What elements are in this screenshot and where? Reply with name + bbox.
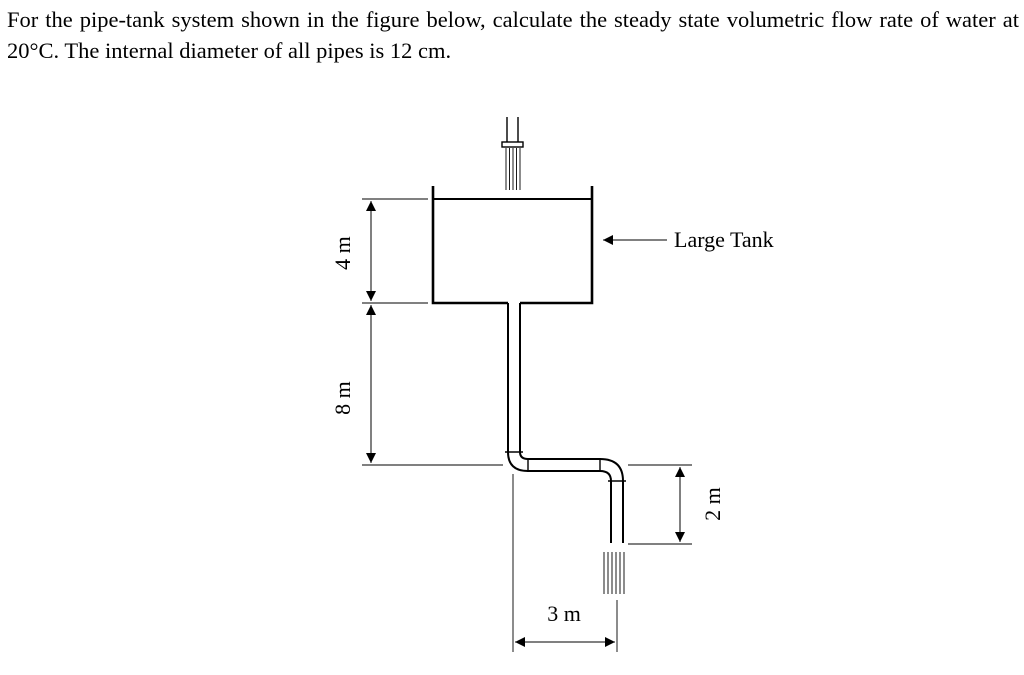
problem-statement: For the pipe-tank system shown in the fi… — [7, 7, 1019, 63]
inlet-water-stream — [505, 148, 521, 190]
tank-height-label: 4 m — [330, 236, 355, 270]
dimension-arrows — [366, 201, 685, 647]
pipe-upper-wall — [519, 451, 624, 482]
inlet-supply-pipe — [501, 117, 524, 148]
vertical-pipe-label: 8 m — [330, 381, 355, 415]
horizontal-run-label: 3 m — [547, 601, 581, 626]
extension-lines — [362, 198, 692, 652]
pipe-network — [505, 303, 626, 543]
tank-label: Large Tank — [674, 227, 774, 252]
outlet-water-stream — [603, 552, 625, 594]
pipe-lower-wall — [507, 451, 612, 482]
outlet-drop-label: 2 m — [700, 487, 725, 521]
large-tank — [431, 186, 594, 305]
